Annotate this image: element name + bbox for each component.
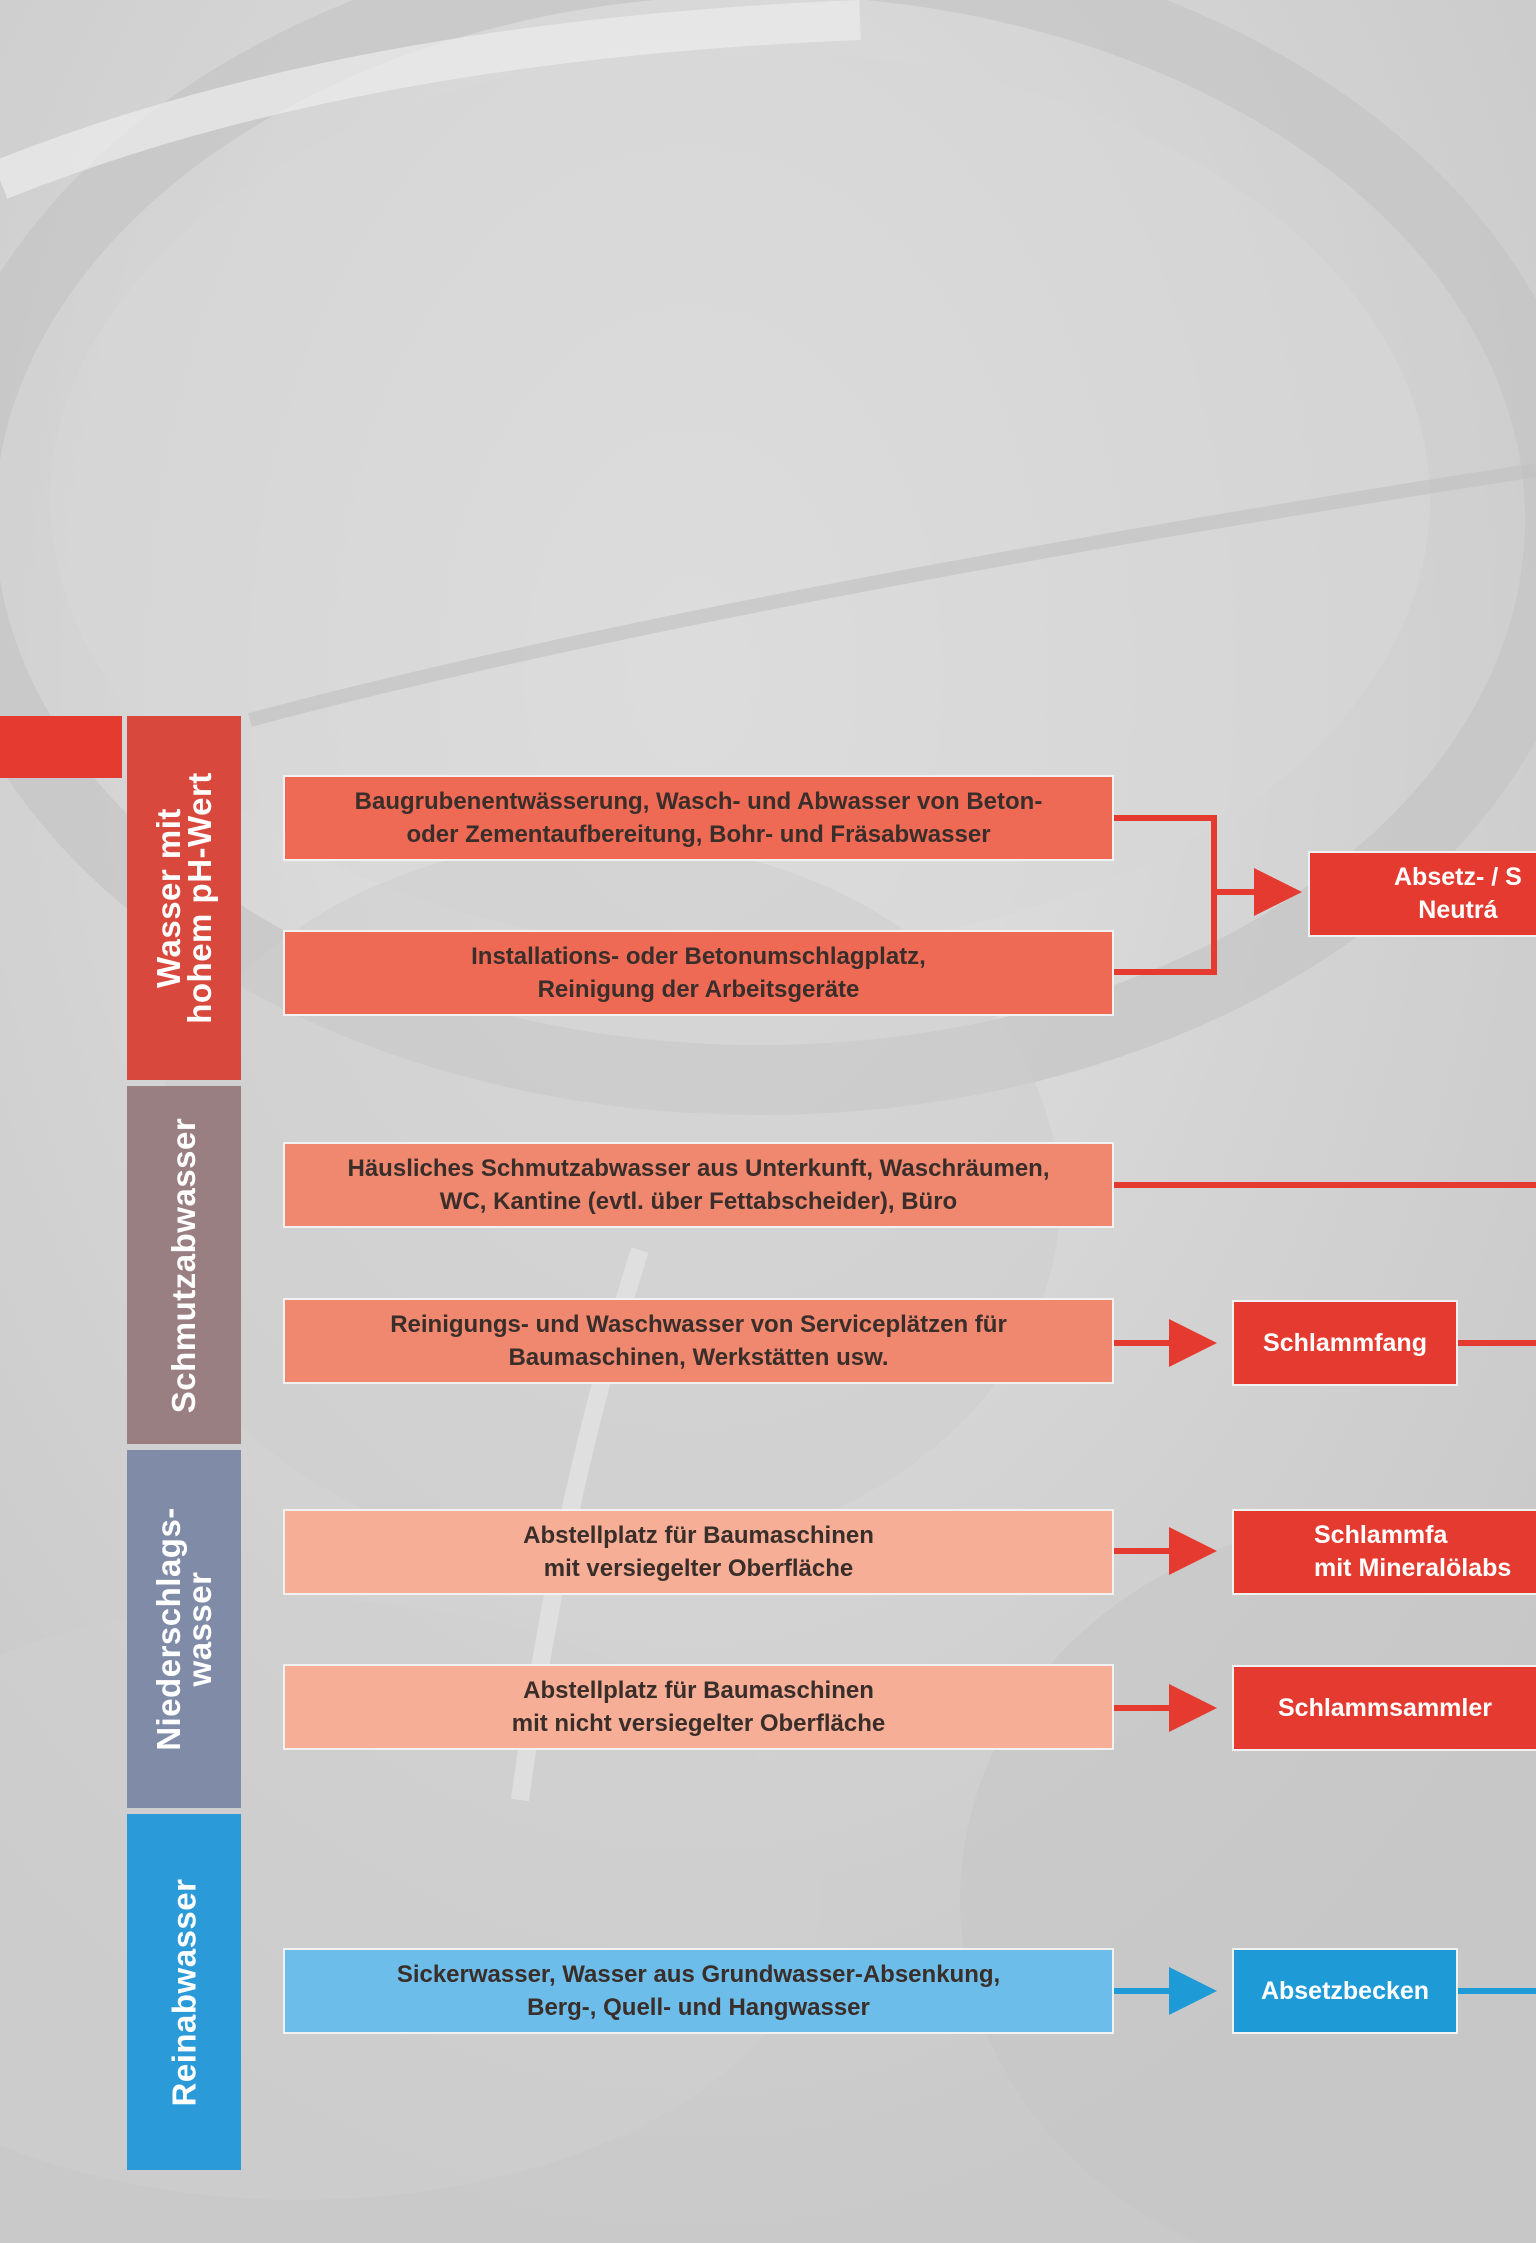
corner-tab <box>0 716 122 778</box>
category-ph: Wasser mit hohem pH-Wert <box>127 716 241 1080</box>
category-nieder: Niederschlags- wasser <box>127 1450 241 1808</box>
source-abstell-nicht: Abstellplatz für Baumaschinen mit nicht … <box>283 1664 1114 1750</box>
category-rein-label: Reinabwasser <box>165 1878 203 2106</box>
category-rein: Reinabwasser <box>127 1814 241 2170</box>
process-absetz-neutral: Absetz- / S Neutrá <box>1308 851 1536 937</box>
category-nieder-label: Niederschlags- wasser <box>150 1507 218 1751</box>
process-absetzbecken: Absetzbecken <box>1232 1948 1458 2034</box>
category-ph-label: Wasser mit hohem pH-Wert <box>150 772 218 1024</box>
process-schlammsammler: Schlammsammler <box>1232 1665 1536 1751</box>
source-baugrube: Baugrubenentwässerung, Wasch- und Abwass… <box>283 775 1114 861</box>
process-schlammfang: Schlammfang <box>1232 1300 1458 1386</box>
category-schmutz-label: Schmutzabwasser <box>165 1117 203 1413</box>
source-reinigung: Reinigungs- und Waschwasser von Servicep… <box>283 1298 1114 1384</box>
source-sicker: Sickerwasser, Wasser aus Grundwasser-Abs… <box>283 1948 1114 2034</box>
category-schmutz: Schmutzabwasser <box>127 1086 241 1444</box>
source-installation: Installations- oder Betonumschlagplatz, … <box>283 930 1114 1016</box>
process-schlammfang-mineral: Schlammfa mit Mineralölabs <box>1232 1509 1536 1595</box>
source-abstell-versiegelt: Abstellplatz für Baumaschinen mit versie… <box>283 1509 1114 1595</box>
source-haeuslich: Häusliches Schmutzabwasser aus Unterkunf… <box>283 1142 1114 1228</box>
